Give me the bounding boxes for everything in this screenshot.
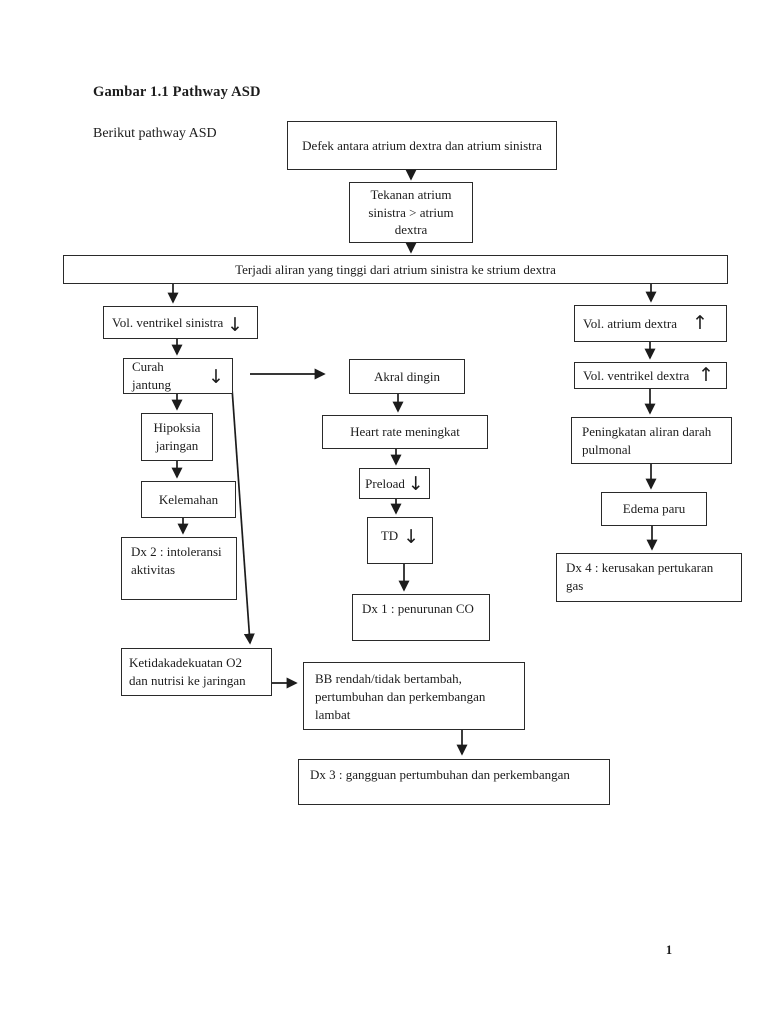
node-label: Dx 2 : intoleransi aktivitas bbox=[131, 544, 222, 577]
flow-node-dx4: Dx 4 : kerusakan pertukaran gas bbox=[556, 553, 742, 602]
flow-node-td: TD ↓ bbox=[367, 517, 433, 564]
flow-node-edema-paru: Edema paru bbox=[601, 492, 707, 526]
flow-node-curah-jantung: Curah jantung ↓ bbox=[123, 358, 233, 394]
node-label: Vol. ventrikel dextra bbox=[583, 367, 690, 383]
node-label: Preload bbox=[365, 475, 405, 491]
up-arrow-icon: ↑ bbox=[698, 364, 714, 386]
node-label: Peningkatan aliran darah pulmonal bbox=[582, 423, 712, 457]
flow-node-preload: Preload ↓ bbox=[359, 468, 430, 499]
flow-node-peningkatan-aliran: Peningkatan aliran darah pulmonal bbox=[571, 417, 732, 464]
node-label: Ketidakadekuatan O2 dan nutrisi ke jarin… bbox=[129, 655, 246, 688]
up-arrow-icon: ↑ bbox=[692, 312, 708, 334]
node-label: Curah jantung bbox=[132, 359, 171, 392]
node-label: Akral dingin bbox=[373, 368, 441, 384]
flow-node-akral-dingin: Akral dingin bbox=[349, 359, 465, 394]
node-label: Kelemahan bbox=[158, 491, 219, 507]
node-label: Tekanan atrium sinistra > atrium dextra bbox=[368, 186, 454, 238]
flow-node-dx3: Dx 3 : gangguan pertumbuhan dan perkemba… bbox=[298, 759, 610, 805]
flow-node-bb-rendah: BB rendah/tidak bertambah, pertumbuhan d… bbox=[303, 662, 525, 730]
flow-node-heart-rate: Heart rate meningkat bbox=[322, 415, 488, 449]
node-label: Vol. ventrikel sinistra bbox=[112, 314, 224, 330]
flow-node-vol-atrium-dextra: Vol. atrium dextra ↑ bbox=[574, 305, 727, 342]
page-number: 1 bbox=[665, 943, 673, 957]
flow-node-defek: Defek antara atrium dextra dan atrium si… bbox=[287, 121, 557, 170]
down-arrow-icon: ↓ bbox=[227, 314, 243, 336]
node-label: Terjadi aliran yang tinggi dari atrium s… bbox=[235, 261, 556, 277]
node-label: Heart rate meningkat bbox=[350, 424, 460, 440]
flow-node-hipoksia-jaringan: Hipoksia jaringan bbox=[141, 413, 213, 461]
down-arrow-icon: ↓ bbox=[208, 365, 224, 388]
down-arrow-icon: ↓ bbox=[407, 473, 424, 495]
flow-node-dx1: Dx 1 : penurunan CO bbox=[352, 594, 490, 641]
node-label: Defek antara atrium dextra dan atrium si… bbox=[302, 137, 542, 153]
node-label: TD bbox=[380, 528, 399, 543]
node-label: Dx 4 : kerusakan pertukaran gas bbox=[566, 560, 714, 593]
node-label: BB rendah/tidak bertambah, pertumbuhan d… bbox=[315, 671, 486, 722]
intro-text: Berikut pathway ASD bbox=[93, 126, 217, 141]
flow-node-ketidakadekuatan: Ketidakadekuatan O2 dan nutrisi ke jarin… bbox=[121, 648, 272, 696]
flow-node-kelemahan: Kelemahan bbox=[141, 481, 236, 518]
node-label: Hipoksia jaringan bbox=[153, 420, 201, 453]
flow-node-vol-ventrikel-dextra: Vol. ventrikel dextra ↑ bbox=[574, 362, 727, 389]
flow-node-dx2: Dx 2 : intoleransi aktivitas bbox=[121, 537, 237, 600]
node-label: Dx 3 : gangguan pertumbuhan dan perkemba… bbox=[310, 767, 570, 782]
down-arrow-icon: ↓ bbox=[403, 526, 420, 548]
node-label: Vol. atrium dextra bbox=[583, 315, 677, 331]
figure-title: Gambar 1.1 Pathway ASD bbox=[93, 84, 261, 100]
node-label: Dx 1 : penurunan CO bbox=[362, 601, 474, 616]
flow-node-aliran: Terjadi aliran yang tinggi dari atrium s… bbox=[63, 255, 728, 284]
flow-node-vol-ventrikel-sinistra: Vol. ventrikel sinistra ↓ bbox=[103, 306, 258, 339]
flow-node-tekanan: Tekanan atrium sinistra > atrium dextra bbox=[349, 182, 473, 243]
node-label: Edema paru bbox=[622, 501, 686, 517]
